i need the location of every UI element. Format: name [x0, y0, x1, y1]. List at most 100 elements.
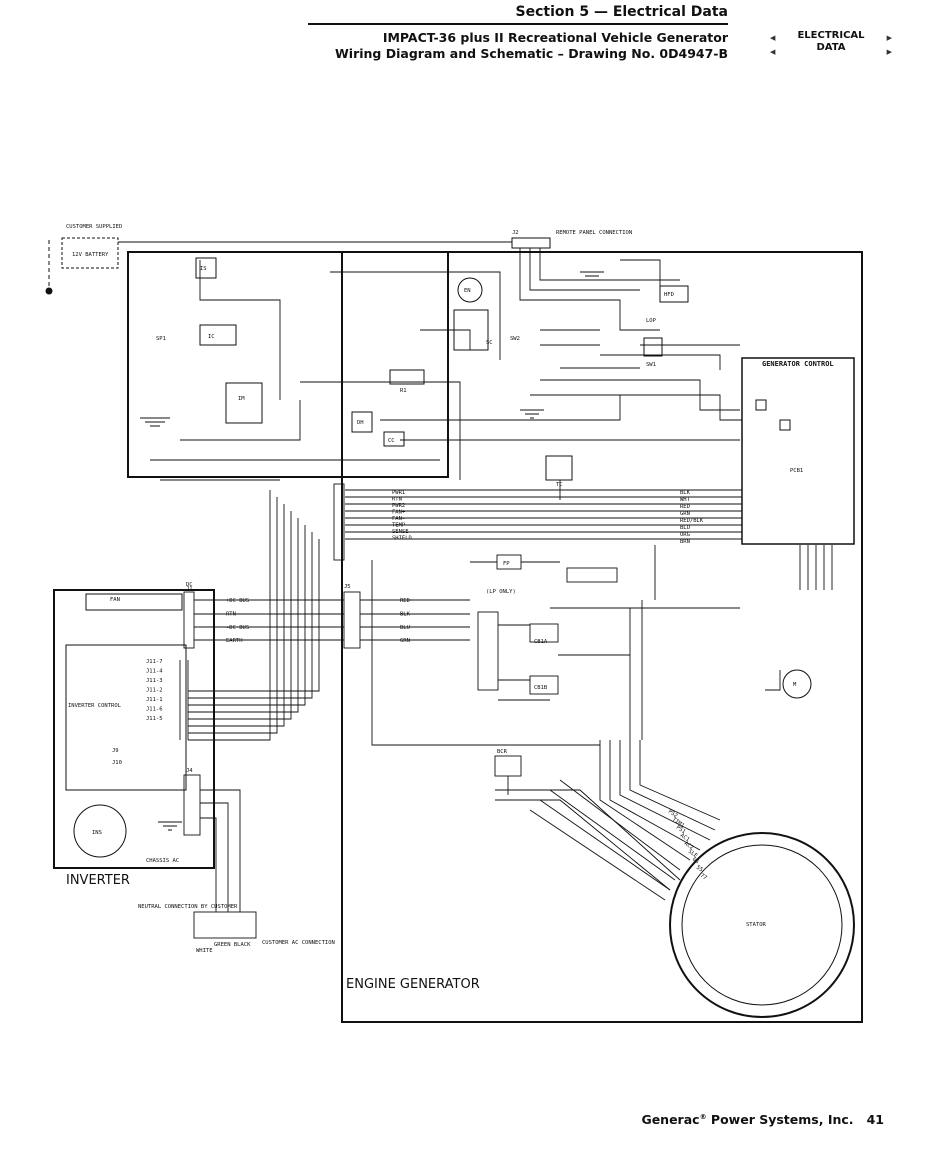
neutral-connection-label: NEUTRAL CONNECTION BY CUSTOMER	[138, 904, 238, 910]
sw1-component	[643, 337, 663, 357]
sw2-label: SW2	[510, 336, 520, 342]
generator-control-box	[741, 357, 855, 545]
j5-label: J5	[344, 584, 351, 590]
harness-wire-label: SHIELD	[392, 536, 412, 542]
cc-label: CC	[388, 438, 395, 444]
cb1a-label: CB1A	[534, 639, 548, 645]
stator-outer-circle	[669, 832, 855, 1018]
pcb1-label: PCB1	[790, 468, 803, 474]
cb1b-label: CB1B	[534, 685, 548, 691]
j9-label: J9	[112, 748, 119, 754]
remote-panel-connector	[511, 237, 551, 249]
harness-wire-label: RTN	[392, 497, 402, 503]
pcb-wire-label: BRN	[680, 539, 690, 545]
harness-wire-label: TEMP	[392, 523, 406, 529]
stator-wire-label: PS1	[675, 825, 687, 836]
motor-circle	[782, 669, 812, 699]
page-header: Section 5 — Electrical Data IMPACT-36 pl…	[300, 4, 728, 62]
dc-bus-label: -DC BUS	[226, 625, 249, 631]
chassis-ac-label: CHASSIS AC	[146, 858, 179, 864]
company-name: Generac	[641, 1112, 700, 1127]
hfd-label: HFD	[664, 292, 674, 298]
ground-icon	[140, 271, 604, 831]
j5-wire-label: GRN	[400, 638, 410, 644]
inverter-control-box	[65, 644, 187, 791]
fp-label: FP	[503, 561, 510, 567]
j1-label: J1	[186, 586, 193, 592]
harness-wire-label: PWR1	[392, 490, 405, 496]
en-component	[457, 277, 483, 303]
lp-only-label: (LP ONLY)	[486, 589, 516, 595]
pcb-wire-label: WHT	[680, 497, 691, 503]
j5-wire-label: BLU	[400, 625, 410, 631]
stator-wire-label: 66	[691, 857, 700, 866]
company-suffix: Power Systems, Inc.	[706, 1112, 854, 1127]
generator-control-label: GENERATOR CONTROL	[762, 360, 834, 368]
bcr-label: BCR	[497, 749, 508, 755]
harness-wire-label: PWR2	[392, 503, 405, 509]
pcb-wire-label: ORG	[680, 532, 690, 538]
tab-arrow-right-icon: ▶	[886, 34, 892, 42]
hfd-component	[659, 285, 689, 303]
inverter-pin-label: J11-3	[146, 678, 163, 684]
main-harness	[118, 241, 833, 939]
control-indicator	[779, 419, 791, 431]
inverter-pin-label: J11-7	[146, 659, 163, 665]
sw1-label: SW1	[646, 362, 656, 368]
stator-wire-label: 77	[699, 873, 708, 882]
inverter-pin-label: J11-2	[146, 688, 163, 694]
stator-wire-label: AC2	[683, 841, 695, 852]
pcb-wire-label: BLK	[680, 490, 691, 496]
harness-wire-label: SENSE	[392, 529, 409, 535]
lop-label: LOP	[646, 318, 657, 324]
section-tab: ◀ ▶ ◀ ▶ ELECTRICAL DATA	[770, 30, 892, 56]
stator-wire-label: 55	[695, 865, 704, 874]
inverter-pin-label: J11-1	[146, 697, 163, 703]
sc-label: SC	[486, 340, 493, 346]
harness-wire-label: FAN-	[392, 516, 405, 522]
j10-label: J10	[112, 760, 122, 766]
tc-label: TC	[556, 482, 563, 488]
ic-component	[199, 324, 237, 346]
j4-label: J4	[186, 768, 193, 774]
inverter-pin-label: J11-5	[146, 716, 163, 722]
battery-label: 12V BATTERY	[72, 252, 109, 258]
ins-motor-circle	[73, 804, 127, 858]
white-label: WHITE	[196, 948, 213, 954]
stator-wire-label: SLE	[687, 849, 699, 860]
dc-bus-label: EARTH	[226, 638, 243, 644]
remote-panel-label: REMOTE PANEL CONNECTION	[556, 230, 632, 236]
tab-arrow-left-icon: ◀	[770, 48, 776, 56]
dc-bus-label: RTN	[226, 611, 236, 617]
control-indicator	[755, 399, 767, 411]
harness-wire-label: FAN+	[392, 510, 406, 516]
inverter-control-label: INVERTER CONTROL	[68, 703, 122, 709]
engine-generator-title: ENGINE GENERATOR	[346, 977, 480, 992]
j5-wire-label: BLK	[400, 611, 411, 617]
engine-generator-frame	[341, 251, 863, 1023]
im-label: IM	[238, 396, 245, 402]
document-subtitle: Wiring Diagram and Schematic – Drawing N…	[335, 46, 728, 61]
engine-compartment-box	[127, 251, 449, 478]
tab-arrow-right-icon: ▶	[886, 48, 892, 56]
is-component	[195, 257, 217, 279]
customer-supplied-label: CUSTOMER SUPPLIED	[66, 224, 122, 230]
battery-box	[61, 237, 119, 269]
pcb-wire-label: GRN	[680, 511, 690, 517]
im-component	[225, 382, 263, 424]
document-title: IMPACT-36 plus II Recreational Vehicle G…	[382, 30, 728, 45]
stator-inner-circle	[681, 844, 843, 1006]
r1-component	[389, 369, 425, 385]
sp1-label: SP1	[156, 336, 166, 342]
green-black-label: GREEN BLACK	[214, 942, 251, 948]
motor-label: M	[793, 682, 797, 688]
stator-wire-label: PS2	[667, 809, 679, 820]
cc-component	[383, 431, 405, 447]
tab-label-2: DATA	[816, 42, 846, 53]
dc-bus-label: +DC BUS	[226, 598, 249, 604]
